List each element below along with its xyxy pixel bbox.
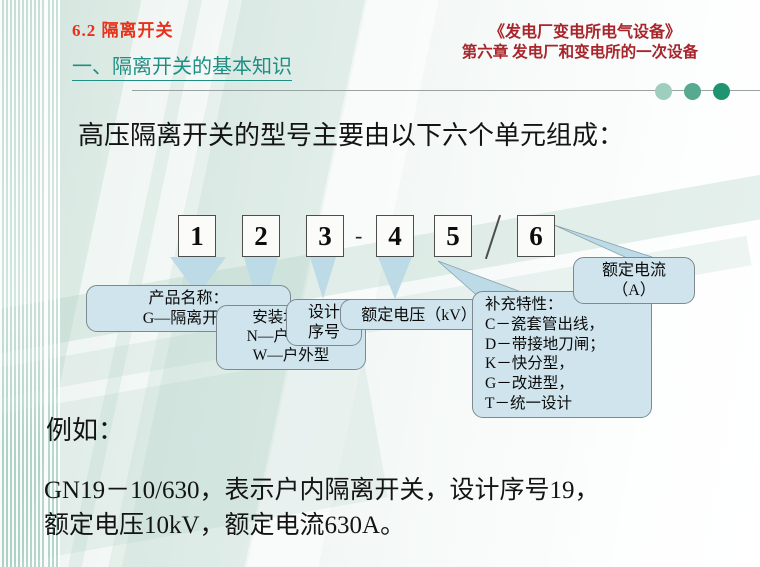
callout-extra-features-line4: K－快分型， (485, 355, 574, 373)
book-title: 《发电厂变电所电气设备》 (488, 24, 681, 41)
example-label: 例如： (46, 416, 125, 445)
callout-rated-current-line1: 额定电流 (601, 262, 666, 279)
code-box-3: 3 (306, 215, 344, 257)
pointer-box-3 (310, 257, 336, 299)
callout-extra-features: 补充特性： C－瓷套管出线， D－带接地刀闸； K－快分型， G－改进型， T－… (472, 291, 652, 418)
pointer-box-4 (378, 257, 412, 299)
example-line-1: GN19－10/630，表示户内隔离开关，设计序号19， (44, 477, 600, 504)
callout-extra-features-line3: D－带接地刀闸； (485, 335, 605, 353)
decor-dot-light (655, 83, 672, 100)
example-line-2: 额定电压10kV，额定电流630A。 (44, 512, 406, 539)
decor-dot-dark (713, 83, 730, 100)
callout-rated-voltage-line1: 额定电压（kV） (361, 307, 477, 324)
callout-extra-features-line2: C－瓷套管出线， (485, 315, 604, 333)
chapter-title: 第六章 发电厂和变电所的一次设备 (461, 44, 699, 61)
slide-header: 6.2 隔离开关 一、隔离开关的基本知识 《发电厂变电所电气设备》 第六章 发电… (0, 0, 760, 100)
callout-extra-features-line6: T－统一设计 (485, 395, 572, 413)
callout-extra-features-line1: 补充特性： (485, 296, 563, 313)
code-box-1: 1 (178, 215, 216, 257)
callout-install-place-line3: W—户外型 (252, 346, 330, 364)
code-box-5: 5 (434, 215, 472, 257)
callout-extra-features-line5: G－改进型， (485, 375, 574, 393)
page-title: 高压隔离开关的型号主要由以下六个单元组成： (78, 121, 625, 150)
code-separator-dash: - (355, 223, 363, 248)
decor-dot-mid (684, 83, 701, 100)
callout-rated-current: 额定电流 （A） (573, 257, 695, 305)
section-number-title: 6.2 隔离开关 (72, 21, 174, 40)
code-box-4: 4 (376, 215, 414, 257)
code-box-2: 2 (242, 215, 280, 257)
callout-rated-current-line2: （A） (612, 281, 656, 299)
subsection-title: 一、隔离开关的基本知识 (72, 50, 292, 81)
code-box-6: 6 (517, 215, 555, 257)
